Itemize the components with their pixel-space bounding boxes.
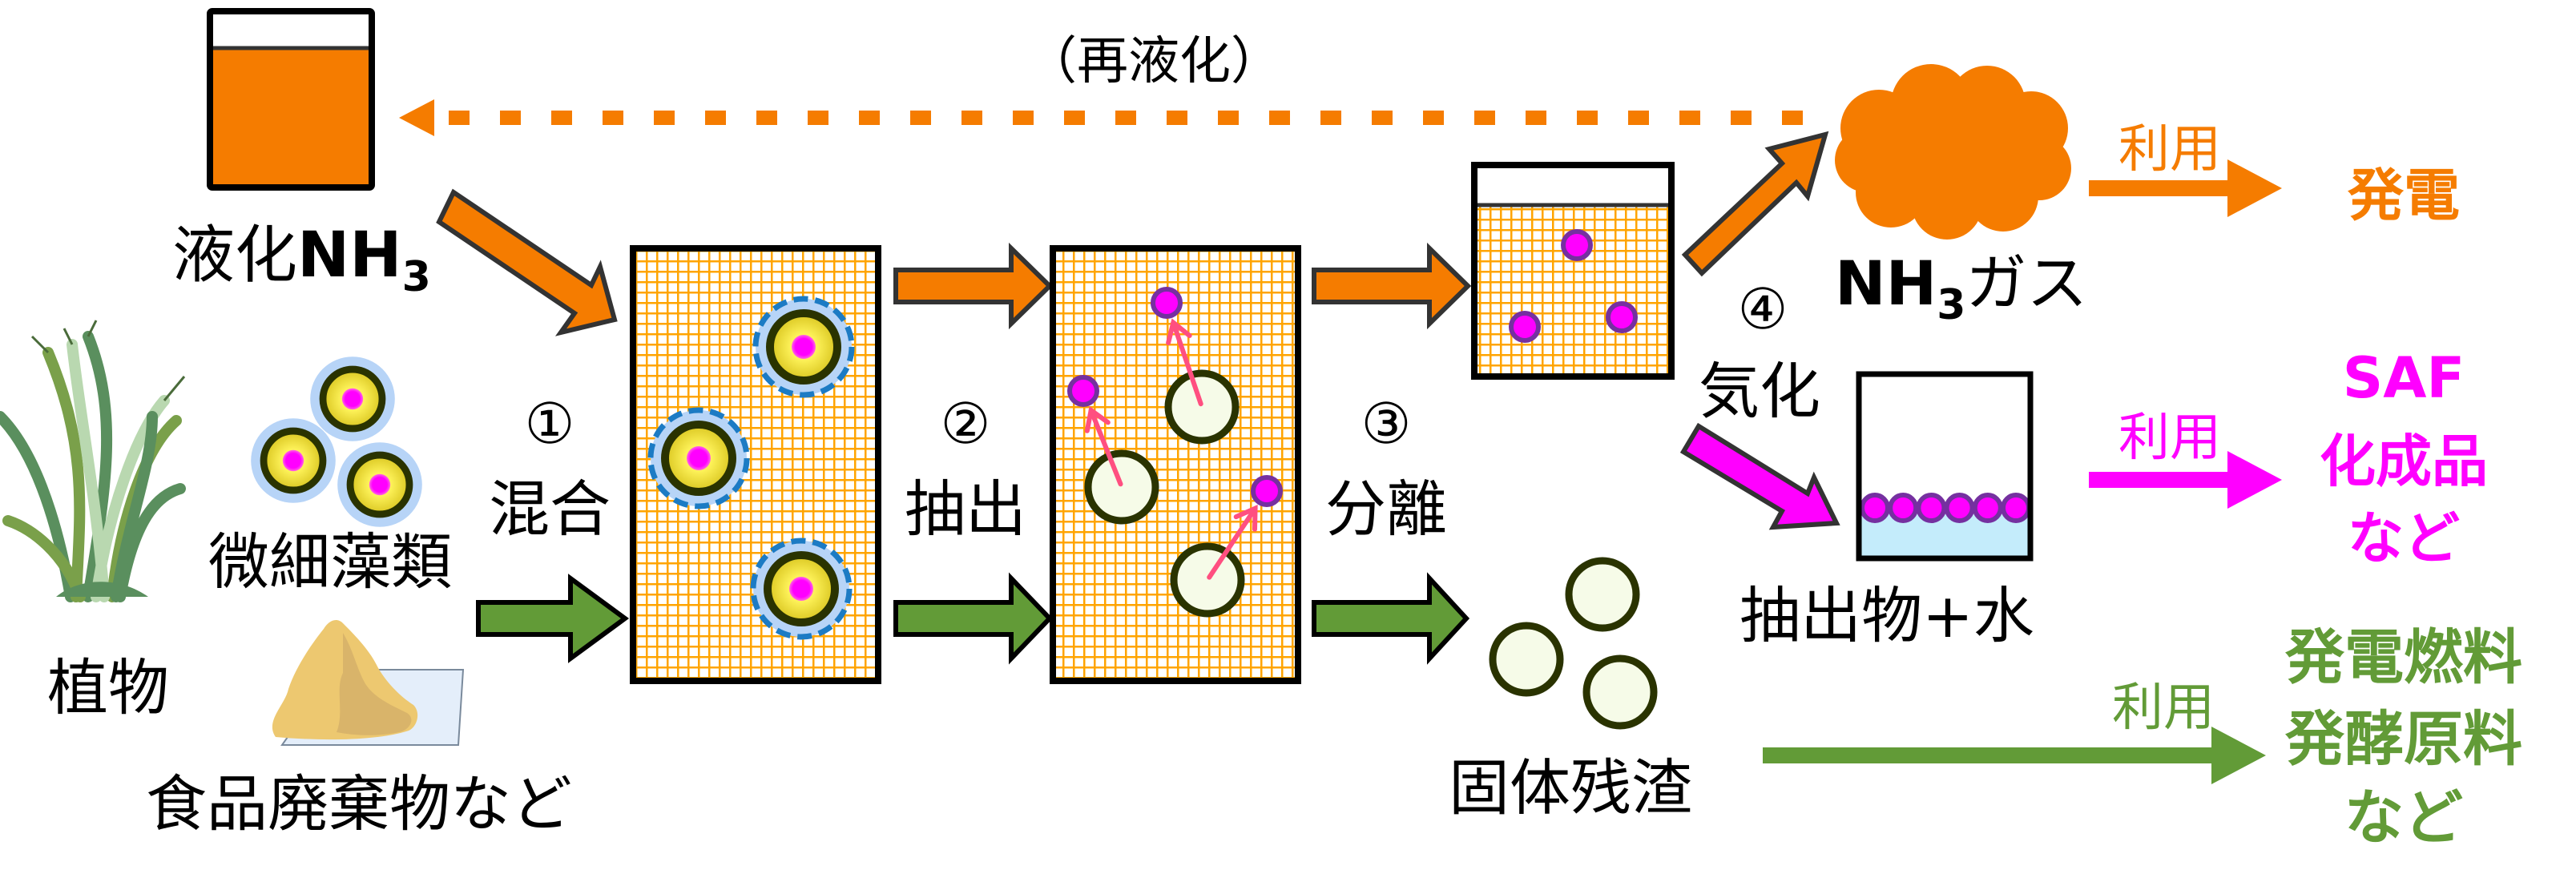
output-text-line: SAF — [2343, 345, 2465, 411]
plants-label: 植物 — [47, 652, 169, 723]
nh3-gas-subscript: 3 — [1937, 281, 1965, 329]
grass-blade — [2, 515, 86, 602]
step-2-label: 抽出 — [905, 473, 1026, 545]
reliquefaction-arrow — [399, 99, 1803, 136]
nh3-gas-formula: NH — [1835, 248, 1937, 319]
output-text-line: 発電燃料 — [2285, 623, 2522, 692]
output-text-line: 発電 — [2348, 163, 2460, 228]
extract-droplet — [1561, 229, 1593, 261]
residue-particle — [1164, 369, 1240, 445]
output-text-line: 発酵原料 — [2285, 705, 2522, 774]
use-label: 利用 — [2112, 679, 2215, 738]
diffusion-arrowhead — [1233, 504, 1258, 532]
extract-droplet — [1972, 493, 2003, 523]
extract-droplet — [1251, 475, 1283, 507]
grass-tip — [62, 328, 74, 345]
step-2-number: ② — [941, 391, 991, 457]
microalgae-cell — [750, 538, 853, 640]
liquid-nh3-beaker — [207, 8, 375, 191]
nh3-gas-label: NH3ガス — [1835, 248, 2087, 329]
extract-droplet — [1860, 493, 1890, 523]
extract-droplet — [1606, 301, 1638, 333]
nh3-gas-cloud-icon — [1835, 64, 2071, 240]
diffusion-arrowhead — [1166, 318, 1192, 345]
liquid-nh3-subscript: 3 — [402, 253, 431, 301]
solid-residue-label: 固体残渣 — [1449, 752, 1692, 824]
reliquefy-label: （再液化） — [1026, 32, 1282, 91]
extract-droplet — [1944, 493, 1975, 523]
use-label: 利用 — [2118, 409, 2221, 468]
microalgae-cell — [647, 407, 750, 509]
arrow-extract-to-liquid — [1312, 242, 1472, 330]
use-label: 利用 — [2118, 120, 2221, 179]
step-1-label: 混合 — [489, 473, 611, 545]
grass-tip — [163, 376, 186, 401]
grass-tip — [30, 335, 50, 354]
diffusion-arrow — [1171, 320, 1203, 407]
mixing-vessel — [630, 245, 881, 684]
microalgae-label: 微細藻類 — [208, 526, 452, 598]
residue-particle — [1489, 622, 1564, 697]
solid-residue-icon — [1489, 557, 1658, 730]
step-3-number: ③ — [1361, 391, 1412, 457]
step-4-number: ④ — [1738, 276, 1788, 342]
grass-blade — [0, 411, 76, 602]
residue-particle — [1565, 557, 1640, 632]
arrow-to-extract — [1679, 422, 1840, 530]
grass-base — [56, 582, 148, 597]
step-4-label: 気化 — [1699, 356, 1820, 427]
microalgae-cell — [251, 418, 336, 503]
feed-arrow-biomass — [476, 574, 630, 663]
grass-blade — [111, 411, 158, 602]
arrow-to-nh3-gas — [1681, 131, 1829, 277]
output-text-line: 化成品 — [2320, 429, 2488, 494]
microalgae-cell — [752, 296, 855, 398]
food-waste-icon — [272, 620, 465, 746]
grass-blade — [42, 347, 86, 602]
extract-droplet — [2001, 493, 2031, 523]
feed-arrow-nh3 — [436, 188, 618, 336]
step-1-number: ① — [525, 391, 575, 457]
extract-water-vessel — [1856, 371, 2034, 562]
diffusion-arrow — [1088, 408, 1123, 487]
grass-blade — [83, 331, 113, 602]
separated-liquid-vessel — [1471, 162, 1675, 380]
food-waste-label: 食品廃棄物など — [146, 768, 572, 840]
use-arrow — [2089, 451, 2282, 509]
extract-droplet — [1067, 375, 1099, 407]
liquid-nh3-formula: NH — [297, 219, 402, 292]
residue-particle — [1582, 654, 1658, 730]
diffusion-arrowhead — [1084, 405, 1111, 433]
liquid-nh3-label: 液化NH3 — [172, 219, 431, 301]
grass-tip — [87, 320, 98, 337]
nh3-gas-suffix: ガス — [1965, 248, 2087, 319]
microalgae-cell — [337, 442, 422, 527]
use-arrow — [1763, 727, 2266, 784]
extraction-vessel — [1050, 245, 1301, 684]
step-3-label: 分離 — [1325, 473, 1447, 545]
liquid-nh3-prefix: 液化 — [172, 219, 297, 292]
microalgae-icon — [251, 356, 422, 527]
extract-droplet — [1151, 287, 1183, 319]
plant-icon — [0, 320, 186, 602]
extract-droplet — [1888, 493, 1919, 523]
residue-particle — [1084, 449, 1159, 525]
residue-particle — [1170, 542, 1245, 618]
output-text-line: など — [2344, 783, 2463, 852]
arrow-extract-to-residue — [1312, 572, 1470, 665]
extract-water-label: 抽出物+水 — [1740, 580, 2034, 651]
extract-droplet — [1509, 311, 1541, 343]
microalgae-cell — [310, 356, 395, 441]
arrow-mix-to-extract-bottom — [893, 572, 1054, 665]
extract-droplet — [1916, 493, 1947, 523]
use-arrow — [2089, 159, 2282, 217]
diffusion-arrow — [1207, 505, 1258, 580]
output-text-line: など — [2348, 505, 2460, 571]
grass-blade — [67, 339, 110, 602]
arrow-mix-to-extract-top — [893, 242, 1054, 330]
